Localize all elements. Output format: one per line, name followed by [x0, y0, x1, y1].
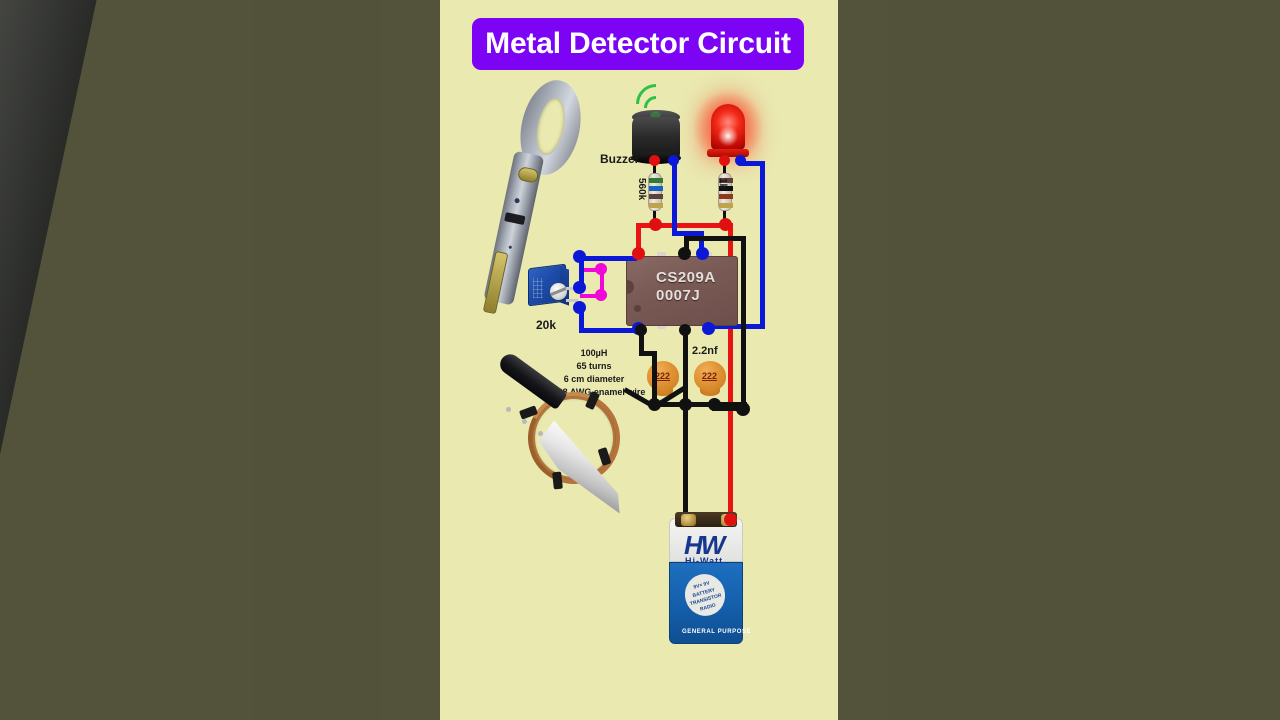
node-r1-bottom [649, 218, 662, 231]
wire-blue-led-right [739, 161, 765, 166]
coil-tape-bottom [552, 471, 563, 490]
diagram-card: Metal Detector Circuit Buzzer [440, 0, 838, 720]
wire-magenta-top [580, 268, 604, 272]
buzzer-label: Buzzer [600, 152, 640, 166]
wire-magenta-bottom [580, 294, 604, 298]
wire-black-ic-top-h [684, 236, 746, 241]
battery-footer-text: GENERAL PURPOSE [682, 629, 752, 635]
node-black-rail-bottom [736, 402, 750, 416]
r1-band-4 [649, 203, 663, 208]
wire-blue-to-ic-pin [699, 231, 704, 257]
wire-blue-pot-top-h [579, 256, 637, 261]
coil-spec-line-2: 65 turns [576, 361, 612, 372]
wire-blue-buzzer-right [672, 231, 704, 236]
node-pot-leg-2 [573, 301, 586, 314]
potentiometer-leg-2 [566, 299, 578, 302]
wire-black-c1-left-h [639, 351, 657, 356]
node-pot-leg-1 [573, 281, 586, 294]
capacitor-left-marking: 222 [655, 371, 671, 381]
node-ic-pin-bottom-3 [679, 324, 691, 336]
page-title-badge: Metal Detector Circuit [472, 18, 804, 70]
wire-blue-pot-lower-h [579, 306, 584, 332]
node-ic-pin-bottom-2 [635, 324, 647, 336]
led-flange [707, 149, 749, 157]
node-ic-pin-top-1 [632, 247, 645, 260]
r1-band-1 [649, 178, 663, 183]
ic-part-number-line1: CS209A [656, 269, 716, 286]
knife-rivet-3 [538, 431, 543, 436]
wire-blue-bottom-right [707, 324, 765, 329]
r2-band-4 [719, 203, 733, 208]
wire-red-main-rail [728, 223, 733, 523]
r1-band-3 [649, 194, 663, 199]
wire-magenta-right [600, 268, 604, 298]
node-pot-magenta-top [595, 263, 607, 275]
node-ic-pin-top-4 [696, 247, 709, 260]
battery-brand-sub: Hi-Watt [685, 556, 724, 566]
knife-rivet-1 [506, 407, 511, 412]
node-r2-bottom [719, 218, 732, 231]
battery-negative-terminal [681, 514, 696, 526]
r2-band-2 [719, 186, 733, 191]
r2-band-1 [719, 178, 733, 183]
r2-lead-top [723, 159, 726, 173]
wire-blue-pot-bottom [579, 328, 637, 333]
ic-part-number-line2: 0007J [656, 287, 701, 304]
node-led-cathode [735, 155, 746, 166]
led-highlight [710, 118, 746, 154]
resistor-1k-label: 1k [717, 178, 728, 190]
wire-black-c-center-v [683, 329, 688, 406]
wire-black-to-battery [683, 402, 688, 530]
buzzer-sound-hole [652, 113, 659, 118]
node-cap-left-bottom [648, 398, 661, 411]
node-ic-pin-top-2-blue [573, 250, 586, 263]
r1-band-2 [649, 186, 663, 191]
ic-pin-top-2 [657, 252, 666, 259]
knife-rivet-2 [522, 419, 527, 424]
coil-spec-line-3: 6 cm diameter [563, 374, 625, 385]
potentiometer-texture [533, 278, 543, 298]
wire-red-bus-upper [636, 223, 733, 228]
r2-band-3 [719, 194, 733, 199]
wire-blue-buzzer-down [672, 163, 677, 235]
node-cap-right-bottom [708, 398, 721, 411]
node-battery-positive [724, 513, 737, 526]
resistor-1k-body [718, 173, 733, 211]
battery-brand-logo: HW [684, 530, 725, 560]
node-cap-center-bottom [679, 398, 692, 411]
capacitor-right-marking: 222 [702, 371, 718, 381]
wire-black-c1-left-down [639, 329, 644, 355]
wire-black-right-down [741, 236, 746, 411]
coil-spec-line-1: 100µH [580, 348, 608, 358]
capacitor-right-body [694, 361, 726, 391]
wire-blue-right-rail [760, 161, 765, 329]
capacitor-right-label: 2.2nf [692, 345, 718, 357]
potentiometer-label: 20k [536, 318, 557, 332]
node-buzzer-pin-right [668, 155, 679, 166]
wire-black-low-h [652, 402, 747, 407]
ic-orientation-notch [626, 280, 634, 294]
r1-lead-top [653, 159, 656, 173]
node-led-anode [719, 155, 730, 166]
ic-pin1-dot [634, 305, 641, 312]
node-pot-magenta-bottom [595, 289, 607, 301]
wire-black-c1-left-v [652, 351, 657, 406]
wire-red-down-to-ic-left [636, 223, 641, 257]
wire-black-right-bottom [712, 406, 746, 411]
node-ic-pin-bottom-4 [702, 322, 715, 335]
resistor-560k-label: 560k [636, 178, 647, 201]
resistor-560k-body [648, 173, 663, 211]
wire-blue-pot-left-up [579, 256, 584, 284]
node-buzzer-pin-left [649, 155, 660, 166]
page-title: Metal Detector Circuit [485, 27, 791, 60]
node-ic-pin-top-3 [678, 247, 691, 260]
potentiometer-leg-1 [566, 287, 578, 290]
